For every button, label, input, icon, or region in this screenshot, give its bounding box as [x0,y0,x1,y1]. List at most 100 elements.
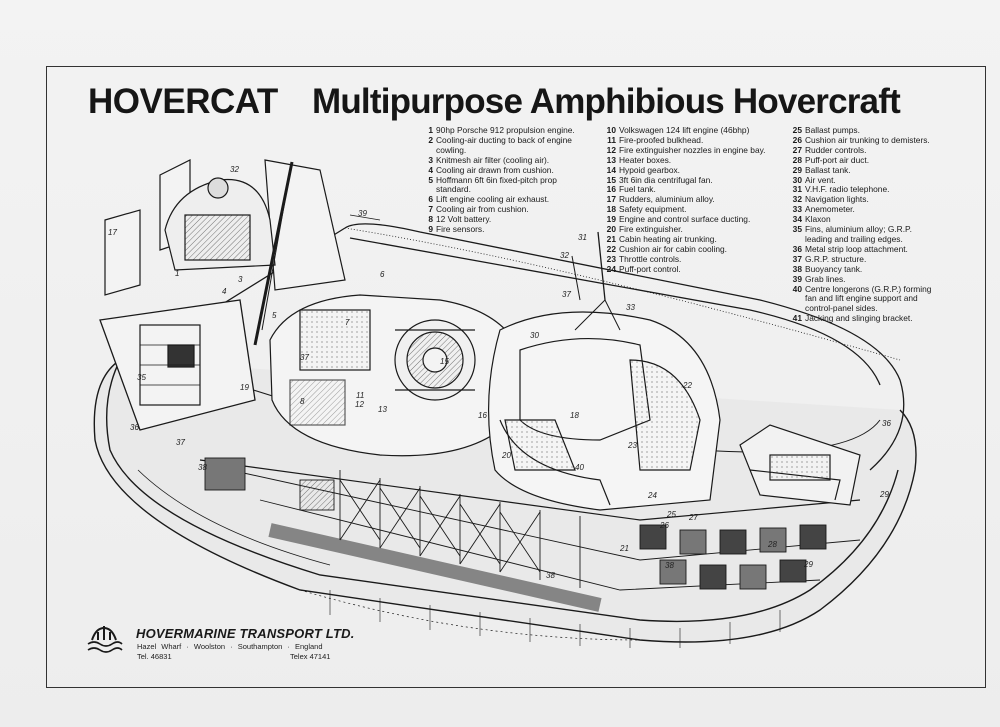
company-address: Hazel Wharf · Woolston · Southampton · E… [137,642,323,651]
legend-item-text: Fins, aluminium alloy; G.R.P. leading an… [805,224,912,244]
legend-item-text: Heater boxes. [619,154,672,165]
legend-item-number: 32 [792,194,802,205]
legend-item-number: 40 [792,283,802,294]
legend-item-number: 11 [607,134,616,145]
legend-item-number: 7 [428,204,433,215]
legend-item-number: 23 [606,253,616,264]
legend-item-number: 28 [792,154,802,165]
callout-24: 24 [647,491,657,500]
legend-item-number: 41 [792,313,802,324]
legend-item-number: 14 [606,164,616,175]
legend-item-text: Safety equipment. [619,204,687,215]
legend-item-number: 1 [428,125,433,135]
callout-36-right: 36 [882,419,891,428]
callout-13: 13 [378,405,387,414]
legend-item-number: 8 [428,214,433,225]
legend-item-text: Lift engine cooling air exhaust. [436,194,550,205]
drawing-border [46,66,986,688]
callout-27: 27 [688,513,698,522]
grab-lines [344,214,901,361]
legend-item-text: Anemometer. [805,204,855,215]
legend-item-text: Navigation lights. [805,194,869,205]
callout-1: 1 [175,269,179,278]
legend-item-text: Cooling air from cushion. [436,204,529,215]
callout-37-cabin: 37 [562,290,571,299]
company-telex: Telex 47141 [290,652,331,661]
legend-item-text: Ballast tank. [805,164,851,175]
callout-25: 25 [666,510,676,519]
legend-item-text: Fuel tank. [619,184,656,195]
legend-item-number: 34 [792,214,802,225]
legend-item-number: 29 [792,164,802,175]
legend-item-text: Volkswagen 124 lift engine (46bhp) [619,125,750,135]
legend-item-text: Throttle controls. [619,253,682,264]
legend-item-text: Centre longerons (G.R.P.) forming fan an… [805,283,932,314]
legend-item-number: 20 [606,224,616,235]
callout-40: 40 [575,463,584,472]
legend-item-number: 39 [792,273,802,284]
legend-item-number: 37 [792,253,802,264]
callout-6: 6 [380,270,385,279]
callout-33: 33 [626,303,635,312]
legend-item-text: Metal strip loop attachment. [805,243,908,254]
legend-item-text: Puff-port air duct. [805,154,870,165]
legend-item-text: Engine and control surface ducting. [619,214,751,225]
legend-item-text: 90hp Porsche 912 propulsion engine. [436,125,575,135]
callout-19: 19 [240,383,249,392]
legend-item-text: Grab lines. [805,273,846,284]
legend-item-text: Fire extinguisher nozzles in engine bay. [619,144,766,155]
callout-26: 26 [659,521,669,530]
legend-item-number: 16 [606,184,616,195]
legend-item-text: Rudders, aluminium alloy. [619,194,715,205]
cabin [487,231,721,511]
company-telephone: Tel. 46831 [137,652,172,661]
legend-item-text: Buoyancy tank. [805,263,863,274]
legend-item-text: Cushion air trunking to demisters. [805,134,930,145]
callout-37-deck: 37 [300,353,309,362]
callout-32: 32 [230,165,239,174]
callout-22: 22 [682,381,692,390]
callout-36: 36 [130,423,139,432]
legend-item-number: 5 [428,174,433,185]
legend-item-text: Hoffmann 6ft 6in fixed-pitch prop standa… [436,174,557,195]
callout-38: 38 [198,463,207,472]
engine-bay [269,294,524,457]
hovermarine-logo [87,626,123,653]
legend-item-text: Fire-proofed bulkhead. [619,134,704,145]
legend-item-text: Ballast pumps. [805,125,860,135]
callout-12: 12 [355,400,364,409]
callout-37: 37 [176,438,185,447]
title-hovercat: HOVERCAT [88,82,278,121]
legend-item-number: 2 [428,134,433,145]
legend-item-number: 33 [792,204,802,215]
propulsion-unit [99,159,346,431]
legend-item-number: 31 [792,184,802,195]
legend-item-number: 24 [606,263,616,274]
callout-18: 18 [570,411,579,420]
legend-item-text: Cabin heating air trunking. [619,233,717,244]
